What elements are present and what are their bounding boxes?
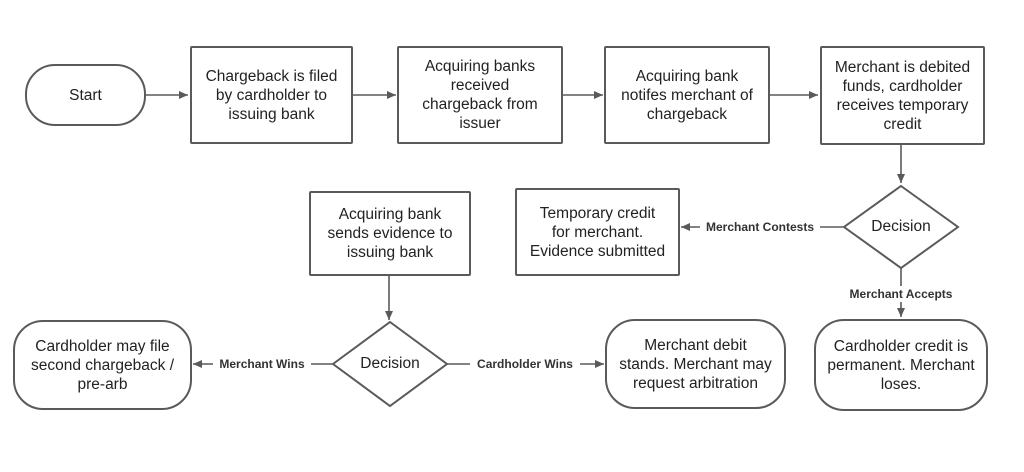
merchant-debited-label: Merchant is debited funds, cardholder re… bbox=[834, 58, 971, 133]
acquiring-notifies-label: Acquiring bank notifes merchant of charg… bbox=[621, 67, 753, 123]
decision1-label: Decision bbox=[871, 218, 931, 235]
temporary-credit-label: Temporary credit for merchant. Evidence … bbox=[529, 204, 666, 260]
second-chargeback-node: Cardholder may file second chargeback / … bbox=[13, 320, 192, 410]
cardholder-permanent-node: Cardholder credit is permanent. Merchant… bbox=[814, 319, 988, 411]
merchant-debited-node: Merchant is debited funds, cardholder re… bbox=[820, 46, 985, 145]
decision2-label-box: Decision bbox=[333, 344, 447, 384]
merchant-wins-label: Merchant Wins bbox=[219, 357, 305, 371]
merchant-accepts-label: Merchant Accepts bbox=[850, 287, 953, 301]
merchant-accepts-label-bg bbox=[840, 286, 962, 302]
sends-evidence-label: Acquiring bank sends evidence to issuing… bbox=[327, 206, 453, 261]
start-node: Start bbox=[25, 64, 146, 126]
cardholder-wins-label: Cardholder Wins bbox=[477, 357, 573, 371]
second-chargeback-label: Cardholder may file second chargeback / … bbox=[30, 337, 175, 393]
sends-evidence-node: Acquiring bank sends evidence to issuing… bbox=[309, 191, 471, 276]
merchant-contests-label: Merchant Contests bbox=[706, 220, 814, 234]
merchant-contests-label-bg bbox=[700, 219, 820, 235]
cardholder-wins-label-bg bbox=[470, 356, 580, 372]
decision1-label-box: Decision bbox=[844, 207, 958, 247]
cardholder-permanent-label: Cardholder credit is permanent. Merchant… bbox=[827, 337, 975, 393]
decision2-diamond bbox=[331, 320, 449, 408]
temporary-credit-node: Temporary credit for merchant. Evidence … bbox=[515, 188, 680, 276]
merchant-wins-label-bg bbox=[213, 356, 311, 372]
start-node-label: Start bbox=[69, 86, 102, 104]
acquiring-notifies-node: Acquiring bank notifes merchant of charg… bbox=[604, 46, 770, 144]
merchant-debit-stands-label: Merchant debit stands. Merchant may requ… bbox=[619, 336, 772, 392]
decision2-label: Decision bbox=[360, 355, 420, 372]
chargeback-filed-node: Chargeback is filed by cardholder to iss… bbox=[190, 46, 353, 144]
acquiring-received-label: Acquiring banks received chargeback from… bbox=[422, 58, 538, 132]
chargeback-filed-label: Chargeback is filed by cardholder to iss… bbox=[205, 67, 338, 123]
acquiring-received-node: Acquiring banks received chargeback from… bbox=[397, 46, 563, 144]
merchant-debit-stands-node: Merchant debit stands. Merchant may requ… bbox=[605, 319, 786, 409]
